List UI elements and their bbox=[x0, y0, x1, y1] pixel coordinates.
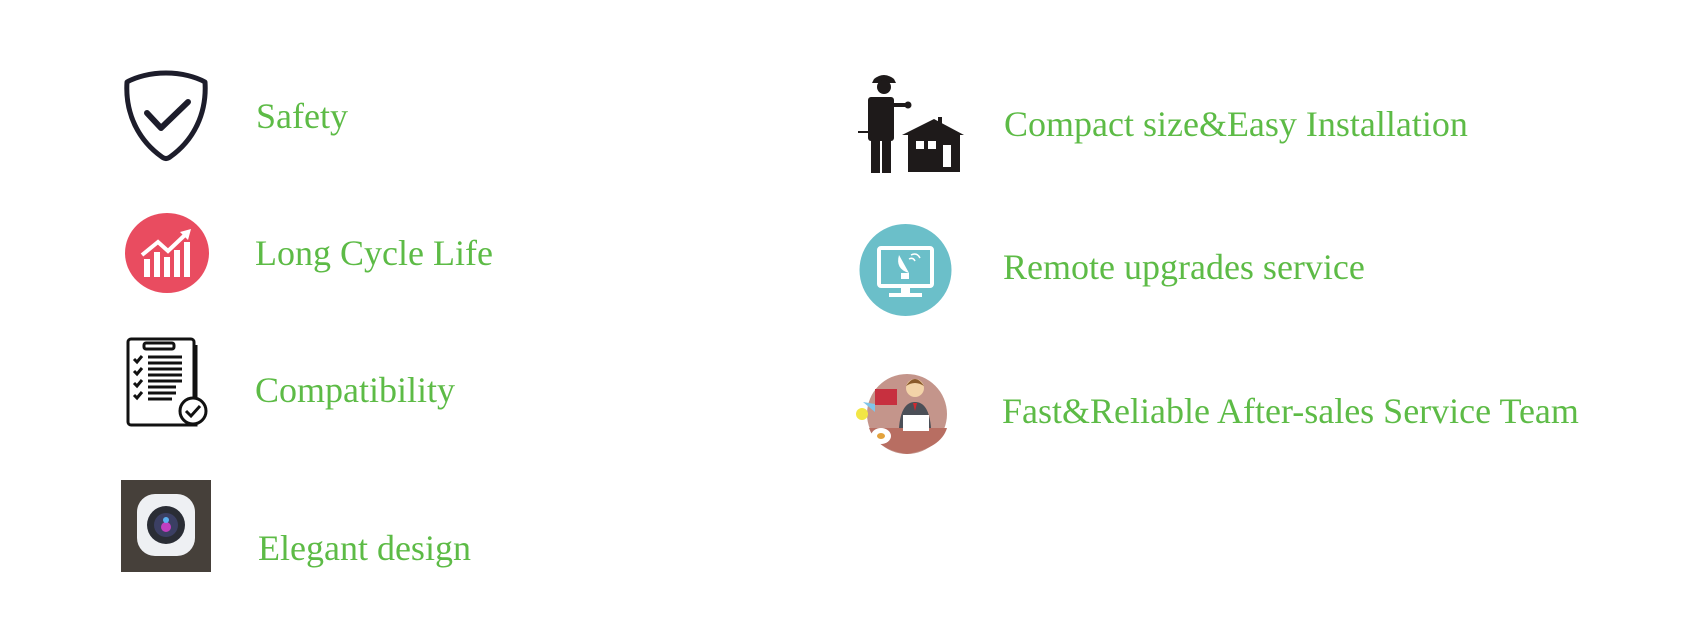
growth-chart-icon bbox=[125, 213, 209, 293]
feature-label: Compatibility bbox=[255, 370, 456, 410]
worker-house-icon bbox=[858, 75, 964, 173]
feature-label: Safety bbox=[256, 96, 348, 136]
feature-label: Elegant design bbox=[258, 528, 471, 568]
feature-label: Fast&Reliable After-sales Service Team bbox=[1002, 391, 1579, 431]
feature-label: Compact size&Easy Installation bbox=[1004, 104, 1468, 144]
feature-label: Long Cycle Life bbox=[255, 233, 493, 273]
checklist-icon bbox=[126, 337, 208, 427]
feature-label: Remote upgrades service bbox=[1003, 247, 1365, 287]
support-agent-icon bbox=[856, 374, 947, 454]
satellite-monitor-icon bbox=[859, 224, 952, 316]
camera-app-icon bbox=[121, 480, 211, 572]
shield-check-icon bbox=[124, 70, 208, 161]
